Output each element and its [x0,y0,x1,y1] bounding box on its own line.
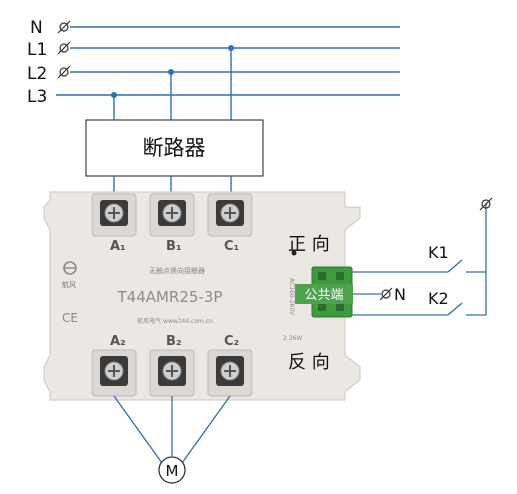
junction-dots [111,45,234,98]
terminal-symbol-l2 [57,65,71,79]
n-terminal-symbol [379,287,393,301]
line-n-label: N [30,18,43,38]
terminal-symbol-n [57,20,71,34]
screws-top [100,200,244,226]
ce-mark: CE [62,311,78,325]
k2-label: K2 [428,289,449,308]
indicator-dot [291,250,297,256]
terminal-label-a1: A₁ [110,239,126,254]
terminal-label-a2: A₂ [110,334,126,349]
line-terminal-symbols [57,20,71,79]
control-wires [352,204,487,316]
motor-wires [113,395,231,464]
brand-name: 航风 [62,280,76,289]
reverse-label: 反 向 [288,352,330,373]
power-lines [56,26,400,96]
device-body [43,191,361,401]
line-l2-label: L2 [27,64,47,84]
breaker-label: 断路器 [143,136,206,160]
terminal-symbol-l1 [57,41,71,55]
n-control-label: N [394,285,406,304]
terminal-label-c1: C₁ [224,239,239,254]
device-subtitle: 无触点换向接触器 [149,266,205,275]
terminal-label-b2: B₂ [166,334,182,349]
common-label: 公共端 [304,288,343,303]
motor-label: M [166,462,179,480]
brand-logo [63,261,77,275]
common-badge [295,284,353,304]
switch-k2 [447,302,463,316]
device-model: T44AMR25-3P [117,288,223,306]
contactor-device: A₁ B₁ C₁ 航风 无触点换向接触器 T44AMR25-3P CE 航风电气… [43,191,361,401]
line-l3-label: L3 [27,87,47,107]
bottom-mark: 2.26W [283,335,302,342]
terminal-label-c2: C₂ [224,334,239,349]
screws-bottom [100,356,244,386]
device-website: 航风电气 www.t44.com.cn [137,317,213,325]
breaker-box [85,119,264,177]
supply-terminal-symbol [479,197,493,211]
terminal-label-b1: B₁ [166,239,182,254]
motor-circle [158,456,186,484]
switches [447,259,463,316]
k1-label: K1 [428,243,449,262]
drop-wires [113,48,232,120]
switch-k1 [447,259,463,273]
forward-label: 正 向 [288,234,330,255]
side-rating: AC160-260V [288,278,295,316]
line-l1-label: L1 [27,40,47,60]
